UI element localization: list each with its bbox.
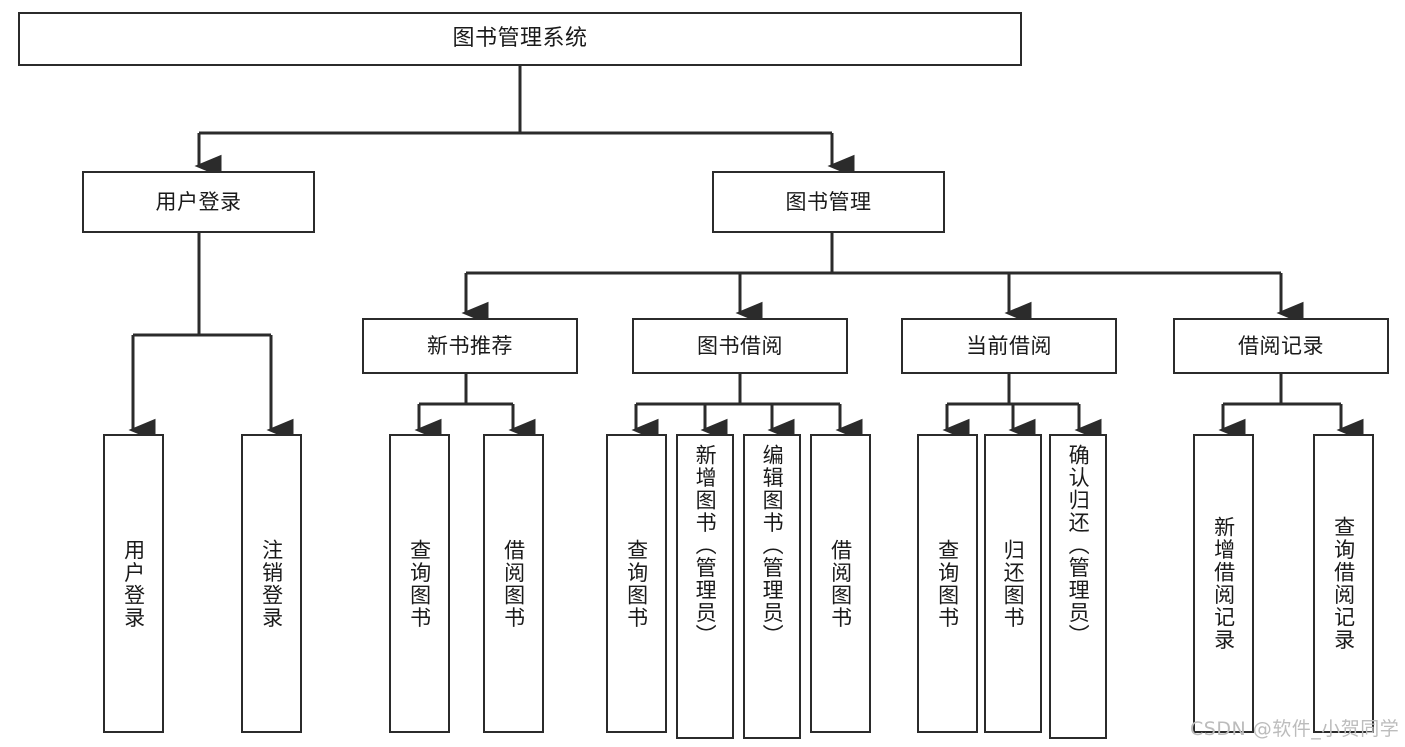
- leaf-query-book-recommend[interactable]: 查询图书: [389, 434, 450, 733]
- leaf-borrow-book-recommend[interactable]: 借阅图书: [483, 434, 544, 733]
- node-label: 归还图书: [1001, 538, 1026, 629]
- node-label: 查询借阅记录: [1331, 516, 1356, 651]
- node-label: 编辑图书（管理员）: [760, 444, 785, 647]
- node-label: 借阅图书: [828, 538, 853, 629]
- leaf-edit-book-admin[interactable]: 编辑图书（管理员）: [743, 434, 801, 739]
- node-label: 图书管理系统: [452, 26, 588, 52]
- node-label: 查询图书: [935, 538, 960, 629]
- leaf-query-borrow-record[interactable]: 查询借阅记录: [1313, 434, 1374, 733]
- leaf-confirm-return-admin[interactable]: 确认归还（管理员）: [1049, 434, 1107, 739]
- node-label: 用户登录: [121, 538, 146, 629]
- node-root-book-management-system[interactable]: 图书管理系统: [18, 12, 1022, 66]
- leaf-query-book-current[interactable]: 查询图书: [917, 434, 978, 733]
- node-label: 借阅图书: [501, 538, 526, 629]
- node-book-management[interactable]: 图书管理: [712, 171, 945, 233]
- leaf-borrow-book[interactable]: 借阅图书: [810, 434, 871, 733]
- leaf-query-book-borrow[interactable]: 查询图书: [606, 434, 667, 733]
- leaf-add-borrow-record[interactable]: 新增借阅记录: [1193, 434, 1254, 733]
- node-label: 新增图书（管理员）: [693, 444, 718, 647]
- node-label: 当前借阅: [966, 333, 1052, 358]
- node-label: 图书管理: [785, 189, 872, 214]
- node-label: 新书推荐: [427, 333, 513, 358]
- node-book-borrow[interactable]: 图书借阅: [632, 318, 848, 374]
- csdn-watermark: CSDN @软件_小贺同学: [1190, 718, 1400, 740]
- node-user-login[interactable]: 用户登录: [82, 171, 315, 233]
- node-label: 查询图书: [407, 538, 432, 629]
- leaf-return-book[interactable]: 归还图书: [984, 434, 1042, 733]
- node-new-book-recommend[interactable]: 新书推荐: [362, 318, 578, 374]
- node-label: 用户登录: [155, 189, 242, 214]
- node-label: 注销登录: [259, 538, 284, 629]
- leaf-user-logout[interactable]: 注销登录: [241, 434, 302, 733]
- leaf-user-login[interactable]: 用户登录: [103, 434, 164, 733]
- node-label: 确认归还（管理员）: [1066, 444, 1091, 647]
- node-borrow-record[interactable]: 借阅记录: [1173, 318, 1389, 374]
- node-label: 图书借阅: [697, 333, 783, 358]
- leaf-add-book-admin[interactable]: 新增图书（管理员）: [676, 434, 734, 739]
- node-label: 新增借阅记录: [1211, 516, 1236, 651]
- node-label: 借阅记录: [1238, 333, 1324, 358]
- node-label: 查询图书: [624, 538, 649, 629]
- node-current-borrow[interactable]: 当前借阅: [901, 318, 1117, 374]
